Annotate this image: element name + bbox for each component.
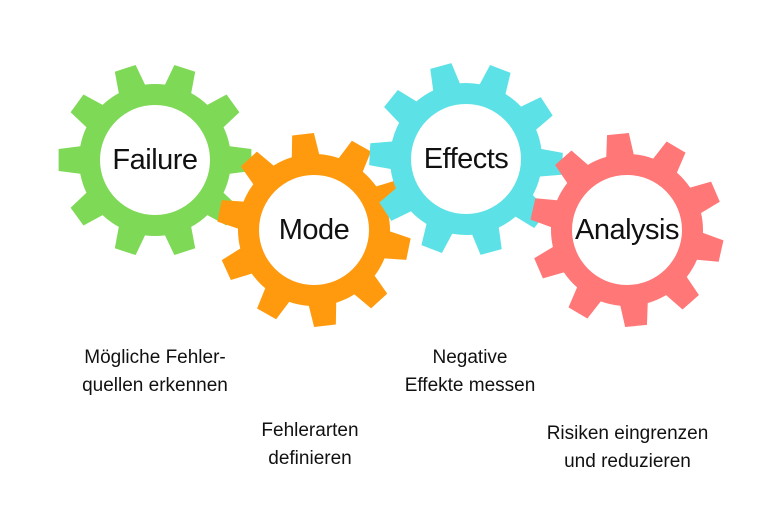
caption-failure: Mögliche Fehler- quellen erkennen	[40, 344, 270, 400]
gear-failure: Failure	[58, 64, 252, 256]
gear-effects-label: Effects	[424, 143, 509, 175]
caption-failure-line-2: quellen erkennen	[82, 375, 228, 396]
gear-failure-label: Failure	[112, 144, 197, 176]
gear-analysis: Analysis	[530, 133, 724, 327]
caption-mode-line-2: definieren	[268, 448, 352, 469]
caption-effects-line-1: Negative	[432, 347, 508, 368]
caption-failure-line-1: Mögliche Fehler-	[84, 347, 226, 368]
caption-analysis-line-2: und reduzieren	[564, 451, 691, 472]
gear-mode-label: Mode	[279, 214, 350, 246]
gear-mode-shape	[217, 133, 411, 327]
caption-analysis-line-1: Risiken eingrenzen	[546, 423, 709, 444]
gear-effects-shape	[369, 63, 563, 255]
gear-analysis-label: Analysis	[575, 214, 679, 246]
gear-mode: Mode	[217, 133, 411, 327]
caption-mode-line-1: Fehlerarten	[261, 420, 359, 441]
gear-effects: Effects	[369, 63, 563, 255]
caption-effects-line-2: Effekte messen	[404, 375, 536, 396]
caption-mode: Fehlerarten definieren	[200, 417, 420, 473]
caption-effects: Negative Effekte messen	[350, 344, 590, 400]
caption-analysis: Risiken eingrenzen und reduzieren	[505, 420, 750, 476]
gear-failure-shape	[58, 64, 252, 256]
gear-analysis-shape	[530, 133, 724, 327]
